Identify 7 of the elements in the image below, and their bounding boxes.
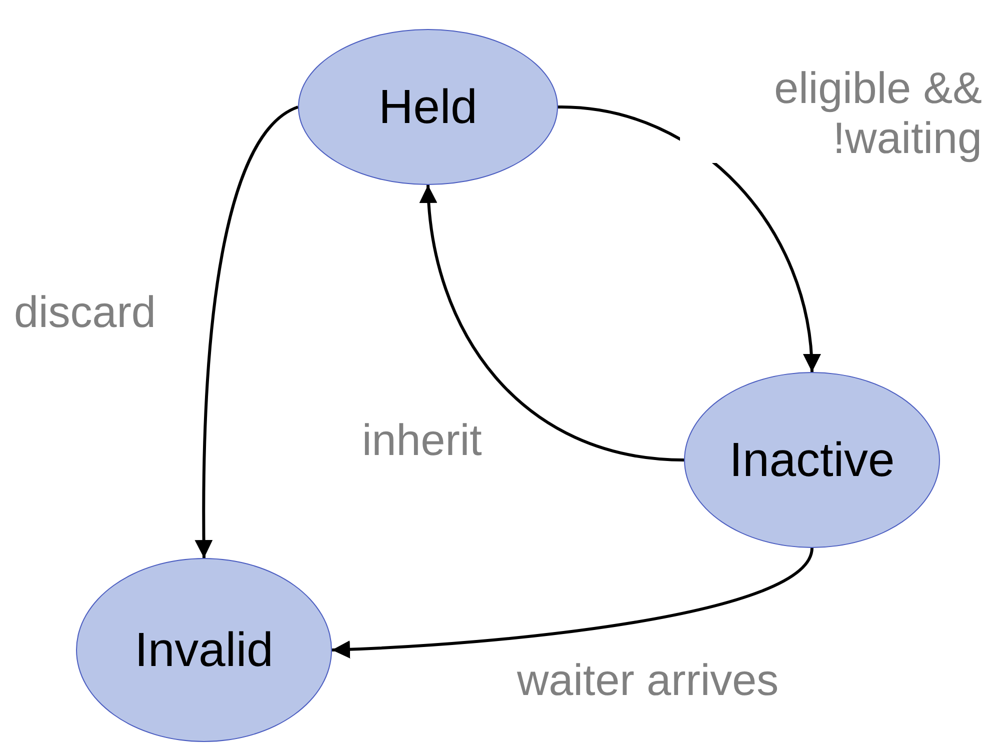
arrow [332,547,814,658]
state-name: Inactive [729,432,895,488]
state-name: Held [378,80,478,134]
state-name: Invalid [134,622,274,678]
arrow [558,106,820,372]
arrow [420,184,684,462]
arrow [194,106,299,558]
